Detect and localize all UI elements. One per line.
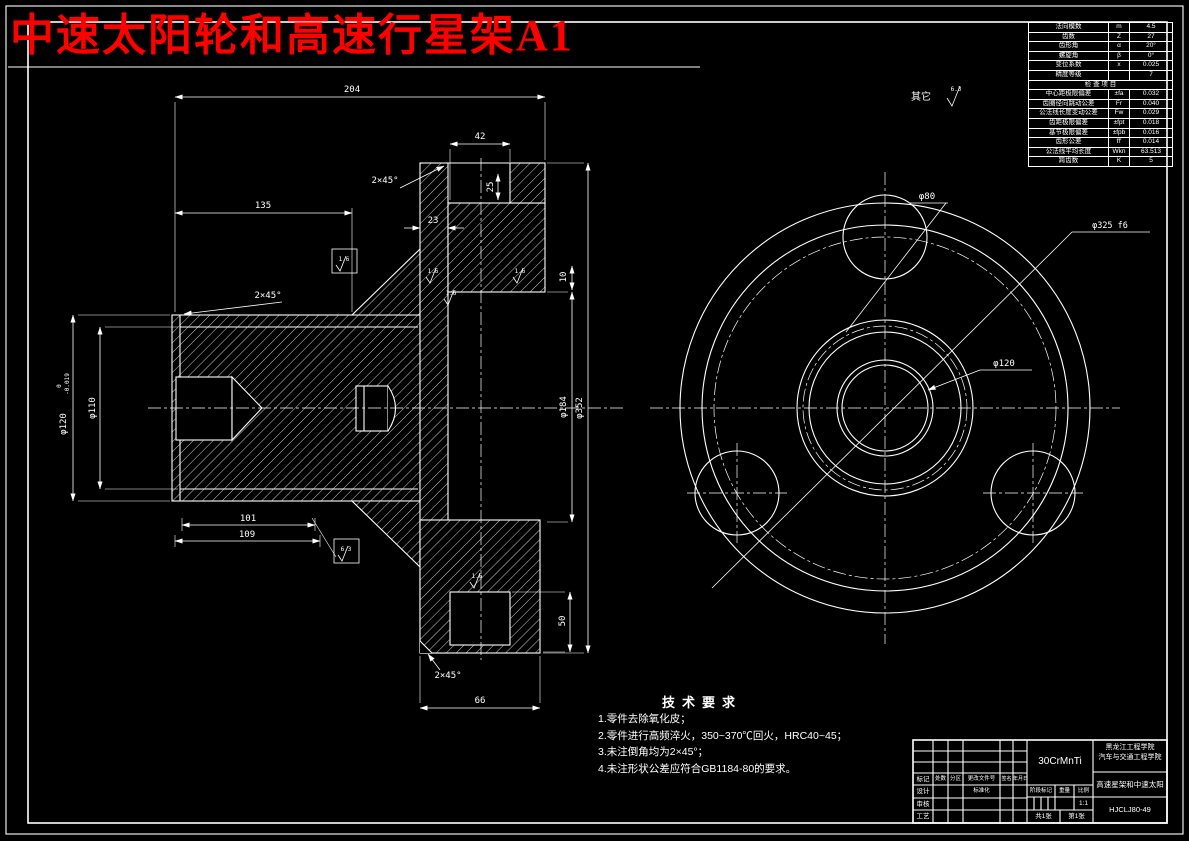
tech-req-item: 3.未注倒角均为2×45°； (598, 746, 709, 758)
bolt-hole-dia-label: φ80 (919, 192, 935, 202)
roughness-flag: 1.6 (425, 267, 439, 284)
table-section-header: 检 查 项 目 (1028, 79, 1173, 91)
tb-sheet-no: 第1张 (1068, 813, 1085, 820)
tb-drawing-no: HJCLJ80-49 (1109, 805, 1151, 814)
bore-dia-label: φ120 (993, 359, 1015, 369)
tb-audit-label: 审核 (916, 801, 930, 808)
side-view: φ325 f6 φ80 φ120 (650, 172, 1150, 644)
title-block-grid (912, 739, 1168, 824)
sheet-frame (5, 5, 1184, 835)
page-title: 中速太阳轮和高速行星架A1 (10, 11, 574, 60)
section-dimensions: 204 135 42 23 25 2×45° 2×45° φ110 (56, 85, 591, 711)
chamfer-label-top: 2×45° (371, 176, 398, 186)
tb-stage-label: 阶段标记 (1029, 788, 1052, 794)
tb-docno-label: 更改文件号 (967, 776, 996, 782)
tb-sheets: 共1张 (1035, 813, 1052, 820)
tb-material: 30CrMnTi (1038, 756, 1082, 767)
tb-count-label: 处数 (934, 776, 946, 782)
roughness-flag: 1.6 (512, 267, 526, 284)
dim-hub-od-tol-upper: 0 (56, 384, 63, 388)
tb-scale-value: 1:1 (1078, 800, 1089, 807)
dim-overall: 204 (344, 85, 360, 95)
roughness-flag: 1.6 (443, 289, 457, 306)
tb-school-line2: 汽车与交通工程学院 (1098, 754, 1162, 761)
svg-text:1.6: 1.6 (515, 268, 526, 275)
dim-flange-dia: φ352 (575, 397, 585, 419)
chamfer-label-lug: 2×45° (434, 671, 461, 681)
dim-hub-od-tol-lower: -0.019 (64, 373, 71, 395)
svg-text:6.3: 6.3 (341, 546, 352, 553)
dim-groove: 42 (475, 132, 486, 142)
dim-hub-od: φ120 (59, 413, 69, 435)
svg-text:1.6: 1.6 (472, 573, 483, 580)
dim-lug: 66 (475, 696, 486, 706)
svg-text:1.6: 1.6 (428, 268, 439, 275)
tb-process-label: 工艺 (916, 813, 930, 820)
roughness-flag: 1.6 (469, 572, 483, 589)
fit-label: φ325 f6 (1092, 221, 1128, 231)
tb-school-line1: 黑龙江工程学院 (1105, 744, 1155, 751)
tech-req-item: 1.零件去除氧化皮； (598, 713, 691, 725)
dim-lip: 10 (559, 272, 569, 283)
tb-sign-label: 签名 (1001, 776, 1012, 782)
tb-zone-label: 分区 (949, 776, 961, 782)
dim-inner-dia: φ184 (559, 396, 569, 418)
tb-scale-label: 比例 (1077, 788, 1089, 794)
tb-date-label: 年月日 (1013, 776, 1027, 782)
dim-step: 25 (486, 182, 496, 193)
section-view (148, 158, 625, 660)
dim-spline-2: 109 (239, 530, 255, 540)
tb-design-label: 设计 (916, 788, 930, 795)
dim-bore: φ110 (88, 397, 98, 419)
tb-part-name: 高速星架和中速太阳 (1096, 780, 1164, 789)
dim-spline-1: 101 (240, 514, 256, 524)
tech-req-title: 技术要求 (661, 695, 742, 710)
default-roughness-symbol: 6.3 (946, 85, 962, 107)
tech-req-item: 4.未注形状公差应符合GB1184-80的要求。 (598, 762, 797, 775)
svg-text:6.3: 6.3 (951, 86, 962, 93)
technical-requirements: 技术要求 1.零件去除氧化皮； 2.零件进行高频淬火，350~370℃回火，HR… (560, 692, 930, 777)
tb-weight-label: 重量 (1058, 788, 1070, 794)
tb-standard-label: 标准化 (973, 788, 990, 794)
dim-slot-depth: 50 (558, 616, 568, 627)
roughness-flag-boxed: 6.3 (333, 538, 360, 564)
chamfer-label-hub: 2×45° (254, 291, 281, 301)
surface-note-label: 其它 (911, 92, 931, 103)
dim-hub-length: 135 (255, 201, 271, 211)
dim-flange-thickness: 23 (428, 216, 439, 226)
svg-text:1.6: 1.6 (339, 256, 350, 263)
tech-req-item: 2.零件进行高频淬火，350~370℃回火，HRC40~45； (598, 729, 848, 742)
roughness-flag-boxed: 1.6 (331, 248, 358, 274)
svg-text:1.6: 1.6 (446, 290, 457, 297)
tb-mark-label: 标记 (916, 776, 930, 783)
